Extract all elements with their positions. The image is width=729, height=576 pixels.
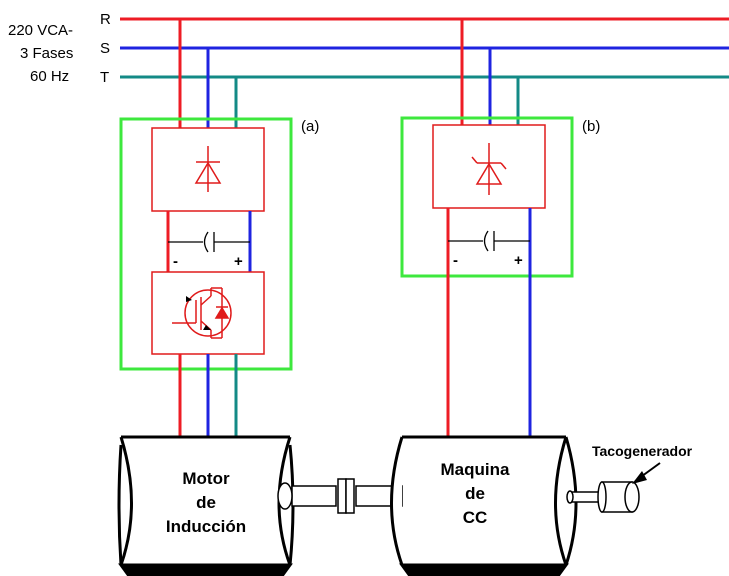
- tachogenerator-icon: [597, 481, 640, 513]
- dc-machine-label-line1: Maquina: [441, 460, 510, 479]
- igbt-icon: [172, 287, 232, 339]
- converter-b-frame: [400, 116, 574, 278]
- converter-a-label: (a): [301, 118, 319, 135]
- dc-link-a-plus: +: [234, 253, 243, 270]
- phase-label-r: R: [100, 11, 111, 28]
- supply-label-line2: 3 Fases: [20, 45, 73, 62]
- phase-label-t: T: [100, 69, 109, 86]
- converter-b-label: (b): [582, 118, 600, 135]
- dc-link-b-plus: +: [514, 252, 523, 269]
- igbt-light-arrow-icon: [186, 296, 192, 302]
- dc-link-b-minus: -: [453, 252, 458, 269]
- thyristor-icon: [471, 143, 507, 195]
- capacitor-icon: [168, 231, 250, 253]
- dc-machine-label-line2: de: [465, 484, 485, 503]
- induction-motor: [117, 435, 295, 576]
- dc-machine-label-line3: CC: [463, 508, 488, 527]
- converter-a-inverter: [151, 271, 265, 355]
- converter-a-frame: [119, 117, 293, 371]
- tachogenerator-label: Tacogenerador: [592, 443, 693, 459]
- supply-label-line3: 60 Hz: [30, 68, 69, 85]
- dc-link-a-minus: -: [173, 253, 178, 270]
- tacho-shaft: [566, 490, 601, 504]
- tacho-arrow: [632, 462, 661, 484]
- capacitor-b-icon: [448, 230, 530, 252]
- motor-label-line1: Motor: [182, 469, 230, 488]
- motor-label-line3: Inducción: [166, 517, 246, 536]
- converter-b-rectifier: [432, 124, 546, 209]
- coupling-shaft: [277, 478, 403, 514]
- motor-label-line2: de: [196, 493, 216, 512]
- converter-a-rectifier: [151, 127, 265, 212]
- supply-label-line1: 220 VCA-: [8, 22, 73, 39]
- diode-icon: [194, 146, 222, 192]
- igbt-emitter-arrow-icon: [203, 325, 211, 330]
- phase-label-s: S: [100, 40, 110, 57]
- dc-machine: [390, 435, 578, 576]
